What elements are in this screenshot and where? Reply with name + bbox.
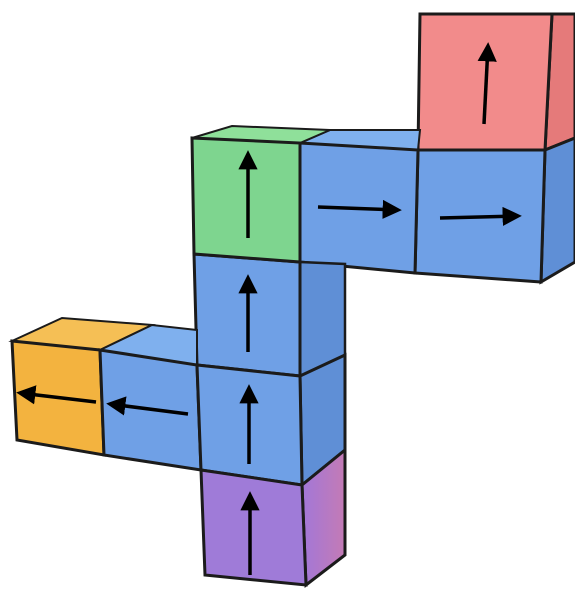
cube-purple <box>199 446 347 588</box>
cube-blue-upper-column <box>192 252 347 378</box>
cube-orange <box>8 316 156 457</box>
cube-red-arrow <box>477 42 497 125</box>
cube-red <box>416 12 575 153</box>
cube-blue-top-right <box>413 136 575 285</box>
cube-blue-top-middle-arrow <box>317 199 402 220</box>
cube-purple-front <box>199 468 308 587</box>
cube-green-front <box>190 136 302 264</box>
cube-blue-left-arrow <box>106 396 189 416</box>
cube-blue-center <box>195 352 347 489</box>
cube-blue-left <box>96 323 203 472</box>
cube-orange-arrow <box>16 385 97 405</box>
cube-green <box>190 124 331 264</box>
cube-blue-top-right-arrow <box>439 206 522 227</box>
cube-blue-top-middle <box>298 129 422 275</box>
